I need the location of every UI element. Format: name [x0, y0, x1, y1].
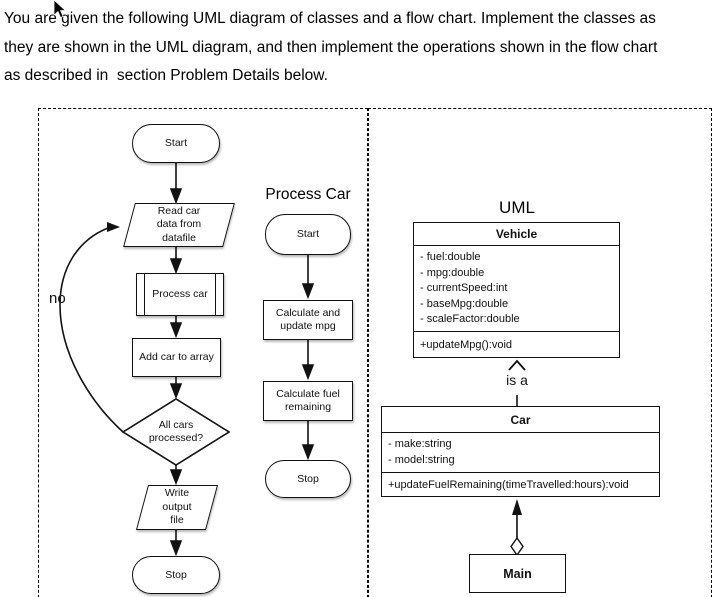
inheritance-label: is a	[506, 372, 528, 388]
vehicle-attr: - scaleFactor:double	[420, 313, 520, 326]
main-process-node: Process car	[136, 273, 224, 316]
vehicle-methods: +updateMpg():void	[414, 332, 619, 357]
vehicle-class-box: Vehicle - fuel:double - mpg:double - cur…	[413, 222, 620, 358]
flowchart-panel-border	[38, 108, 368, 597]
instruction-line-2: they are shown in the UML diagram, and t…	[4, 38, 658, 56]
vehicle-attr: - baseMpg:double	[420, 297, 509, 310]
process-step1-node: Calculate and update mpg	[263, 300, 353, 340]
process-step2-node: Calculate fuel remaining	[263, 381, 353, 421]
main-add-node: Add car to array	[132, 338, 221, 377]
vehicle-attr: - fuel:double	[420, 251, 481, 263]
vehicle-attr: - currentSpeed:int	[420, 282, 508, 295]
process-step1-label: Calculate and update mpg	[275, 307, 341, 332]
process-chart-title: Process Car	[265, 186, 351, 203]
loop-no-label: no	[49, 290, 66, 307]
car-class-box: Car - make:string - model:string +update…	[381, 406, 660, 497]
main-read-node: Read car data from datafile	[123, 203, 235, 247]
main-decision-label-box: All cars processed?	[136, 404, 216, 460]
process-stop-label: Stop	[297, 472, 319, 485]
mouse-cursor-icon	[53, 0, 66, 19]
main-read-label: Read car data from datafile	[156, 204, 202, 244]
car-class-name: Car	[382, 407, 659, 433]
main-start-label: Start	[164, 137, 188, 149]
vehicle-attr: - mpg:double	[420, 266, 485, 279]
instruction-text: You are given the following UML diagram …	[4, 5, 718, 91]
main-start-node: Start	[132, 124, 220, 163]
car-attributes: - make:string - model:string	[382, 433, 659, 473]
main-class-name: Main	[503, 566, 532, 581]
vehicle-method: +updateMpg():void	[420, 338, 513, 351]
car-method: +updateFuelRemaining(timeTravelled:hours…	[388, 479, 629, 491]
vehicle-attributes: - fuel:double - mpg:double - currentSpee…	[414, 246, 619, 332]
main-class-box: Main	[469, 554, 566, 593]
process-step2-label: Calculate fuel remaining	[276, 388, 340, 413]
main-write-node: Write output file	[135, 485, 219, 530]
instruction-line-3: as described in section Problem Details …	[4, 67, 328, 84]
process-start-label: Start	[296, 228, 320, 240]
uml-panel-border	[368, 108, 712, 597]
car-attr: - make:string	[388, 438, 452, 450]
main-stop-label: Stop	[165, 568, 187, 581]
main-add-label: Add car to array	[139, 351, 214, 363]
main-stop-node: Stop	[132, 556, 220, 594]
uml-section-title: UML	[499, 198, 535, 217]
instruction-line-1: You are given the following UML diagram …	[4, 10, 656, 27]
main-write-label: Write output file	[162, 487, 192, 527]
car-attr: - model:string	[388, 453, 455, 466]
vehicle-class-name: Vehicle	[414, 223, 619, 246]
main-process-label: Process car	[152, 288, 208, 300]
process-start-node: Start	[265, 214, 351, 255]
main-decision-label: All cars processed?	[148, 418, 204, 445]
process-stop-node: Stop	[265, 460, 351, 498]
car-methods: +updateFuelRemaining(timeTravelled:hours…	[382, 473, 659, 497]
